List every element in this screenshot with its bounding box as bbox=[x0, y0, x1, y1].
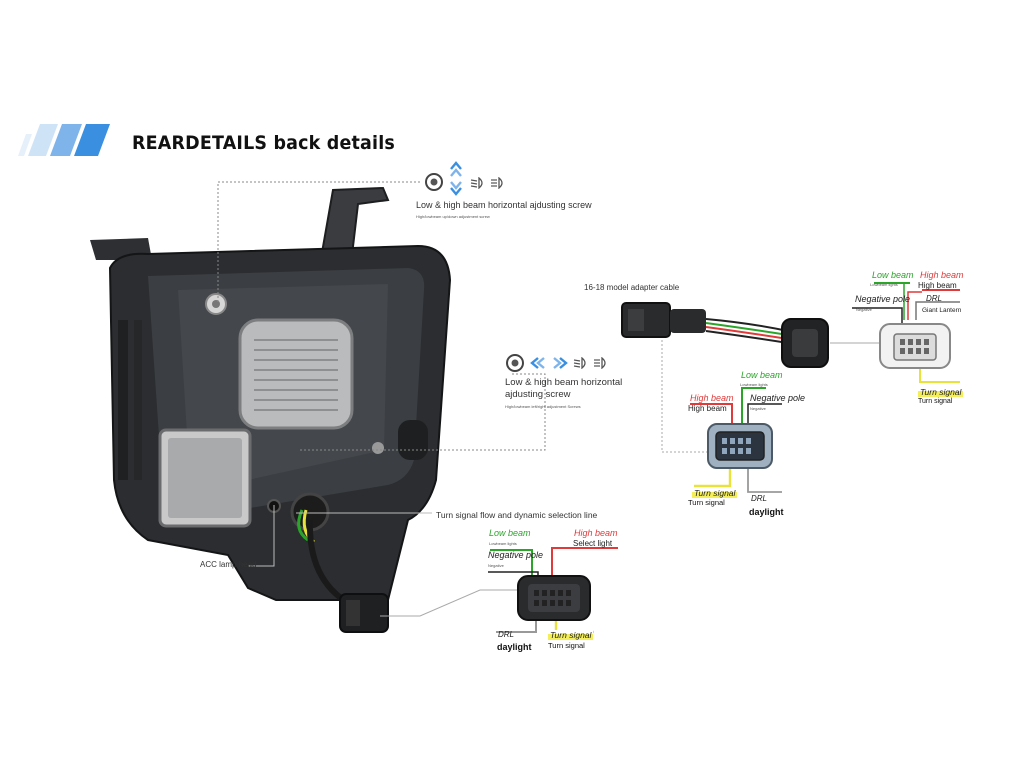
left-right-arrows-icon bbox=[530, 357, 568, 369]
cb-low-beam-sub: Lowbeam lights bbox=[489, 541, 517, 546]
cb-select-light: Select light bbox=[573, 539, 613, 548]
cb-turn-signal: Turn signal bbox=[548, 641, 585, 650]
cm-daylight: daylight bbox=[749, 507, 784, 517]
cr-high-beam-italic: High beam bbox=[920, 270, 964, 280]
cb-low-beam: Low beam bbox=[489, 528, 531, 538]
acc-lamp-label: ACC lamp head bbox=[200, 560, 257, 569]
connector-bottom-diagram bbox=[488, 547, 618, 634]
connector-mid-diagram bbox=[690, 387, 782, 493]
top-screw-label: Low & high beam horizontal ajdusting scr… bbox=[416, 200, 592, 210]
high-beam-icon bbox=[594, 357, 606, 369]
cm-low-beam: Low beam bbox=[741, 370, 783, 380]
cr-turn-signal: Turn signal bbox=[918, 398, 953, 405]
cb-turn-signal-italic: Turn signal bbox=[548, 630, 594, 640]
turn-signal-line-label: Turn signal flow and dynamic selection l… bbox=[436, 510, 598, 520]
headlamp-back-view bbox=[90, 186, 452, 633]
cr-negative-sub: Negative bbox=[856, 307, 872, 312]
cr-drl: DRL bbox=[926, 294, 943, 303]
cm-drl: DRL bbox=[751, 494, 768, 503]
low-beam-icon bbox=[573, 357, 586, 369]
cb-negative-pole: Negative pole bbox=[488, 550, 544, 560]
cb-drl: DRL bbox=[498, 630, 515, 639]
cb-negative-sub: Negative bbox=[488, 563, 504, 568]
screw-knob-icon bbox=[425, 173, 443, 191]
high-beam-icon bbox=[491, 177, 503, 189]
mid-screw-label-1: Low & high beam horizontal bbox=[505, 377, 623, 388]
cb-high-beam-italic: High beam bbox=[574, 528, 618, 538]
cr-turn-signal-italic: Turn signal bbox=[918, 387, 964, 397]
adapter-cable bbox=[621, 302, 829, 368]
cm-negative-sub: Negative bbox=[750, 406, 766, 411]
cr-low-beam-sub: Lowbeam lights bbox=[870, 282, 898, 287]
cr-drl-sub: Giant Lantern bbox=[922, 307, 962, 314]
cb-daylight: daylight bbox=[497, 642, 532, 652]
mid-screw-sublabel: High/lowbeam left/right adjustment Screw… bbox=[505, 404, 581, 409]
cm-low-beam-sub: Lowbeam lights bbox=[740, 382, 768, 387]
page-title: REARDETAILS back details bbox=[132, 132, 395, 154]
cm-high-beam: High beam bbox=[688, 404, 727, 413]
cm-turn-signal-italic: Turn signal bbox=[692, 488, 738, 498]
cr-high-beam: High beam bbox=[918, 281, 957, 290]
cm-high-beam-italic: High beam bbox=[690, 393, 734, 403]
header-stripes-icon bbox=[18, 124, 110, 156]
top-screw-sublabel: High/lowbeam up/down adjustment screw bbox=[416, 214, 490, 219]
connector-right-diagram bbox=[852, 282, 960, 383]
cr-low-beam: Low beam bbox=[872, 270, 914, 280]
cr-negative-pole: Negative pole bbox=[855, 294, 911, 304]
low-beam-icon bbox=[470, 177, 483, 189]
up-down-arrows-icon bbox=[450, 161, 462, 196]
cm-turn-signal: Turn signal bbox=[688, 498, 725, 507]
cm-negative-pole: Negative pole bbox=[750, 393, 806, 403]
adapter-cable-label: 16-18 model adapter cable bbox=[584, 283, 680, 292]
mid-screw-label-2: ajdusting screw bbox=[505, 389, 571, 400]
screw-knob-icon bbox=[506, 354, 524, 372]
